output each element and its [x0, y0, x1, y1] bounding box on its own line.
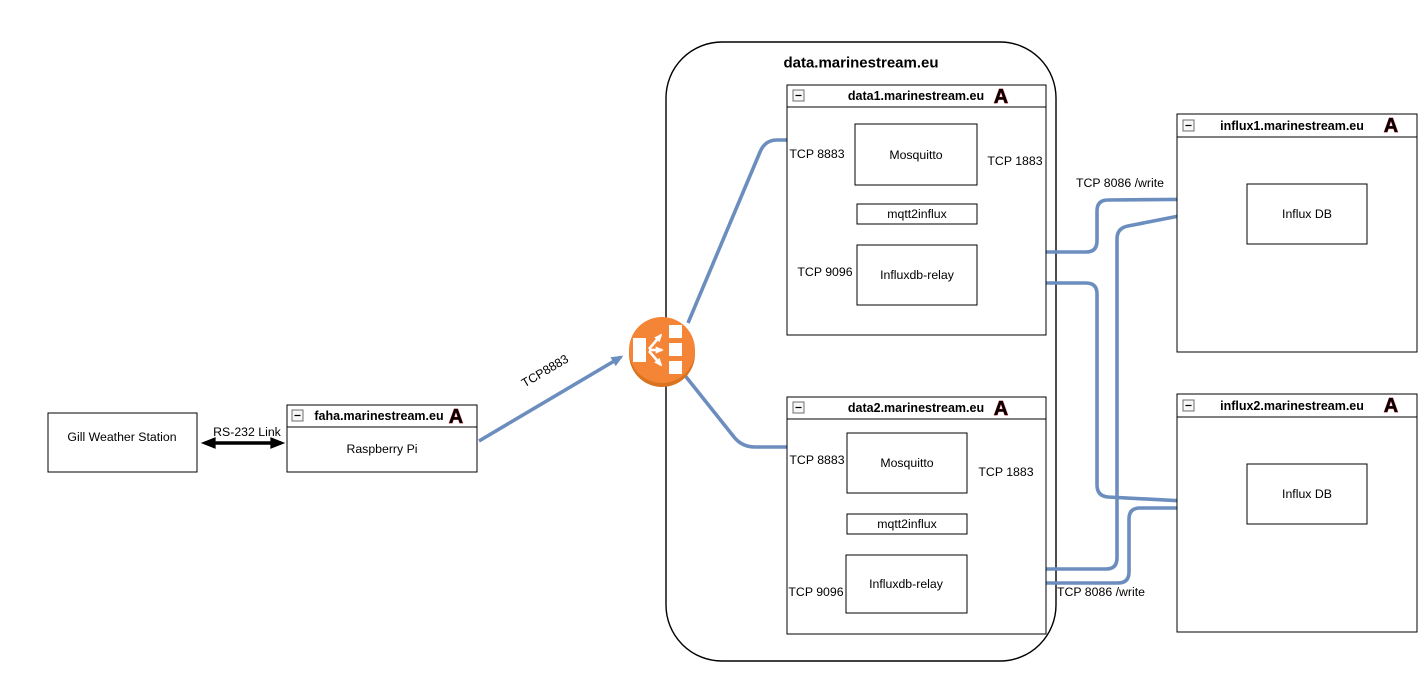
data2-mosquitto-box	[846, 432, 968, 494]
edge-lb-to-data2	[681, 371, 844, 453]
data2-mosquitto-label: Mosquitto	[880, 456, 933, 470]
data1-mqtt-label: TCP 1883	[987, 154, 1042, 168]
collapse-icon[interactable]	[792, 89, 805, 102]
load-balancer-icon	[629, 317, 695, 387]
collapse-icon[interactable]	[291, 409, 304, 422]
edge-lb-to-data1	[686, 134, 852, 324]
edge-data2-relay-influx1	[967, 200, 1243, 571]
edge-uplink-tcp8883	[478, 355, 624, 443]
data1-relay-label: Influxdb-relay	[880, 268, 955, 282]
data2-title: data2.marinestream.eu	[848, 401, 984, 415]
node-gill-weather-station: Gill Weather Station	[47, 412, 198, 473]
gill-label: Gill Weather Station	[67, 430, 176, 444]
node-faha-marinestream: faha.marinestream.eu A Raspberry Pi	[286, 404, 478, 473]
influx1-db-label: Influx DB	[1282, 207, 1332, 221]
node-data2-marinestream: data2.marinestream.eu A Mosquitto mqtt2i…	[786, 396, 1047, 635]
collapse-icon[interactable]	[792, 401, 805, 414]
influx2-db-box	[1246, 463, 1368, 525]
edge-labels: RS-232 Link TCP8883 TCP 8883 TCP 1883 TC…	[213, 147, 1164, 599]
data1-in-label: TCP 8883	[789, 147, 844, 161]
gill-box	[47, 412, 198, 473]
collapse-icon[interactable]	[1182, 399, 1195, 412]
node-data1-marinestream: data1.marinestream.eu A Mosquitto mqtt2i…	[786, 84, 1047, 336]
data1-title: data1.marinestream.eu	[848, 89, 984, 103]
node-influx2-marinestream: influx2.marinestream.eu A Influx DB	[1176, 393, 1418, 633]
edge-data1-relay-influx2	[977, 281, 1243, 509]
red-a-badge: A	[994, 86, 1008, 108]
faha-box	[286, 404, 478, 473]
data2-mqtt2influx-label: mqtt2influx	[877, 517, 937, 531]
influx1-title: influx1.marinestream.eu	[1220, 119, 1364, 133]
load-balancer-target-node	[669, 325, 682, 338]
load-balancer-source-node	[633, 338, 646, 362]
rs232-label: RS-232 Link	[213, 425, 282, 439]
influx1-write-label: TCP 8086 /write	[1076, 176, 1164, 190]
load-balancer-target-node	[669, 361, 682, 374]
data2-mqtt-label: TCP 1883	[978, 465, 1033, 479]
data1-mqtt2influx-label: mqtt2influx	[887, 207, 947, 221]
data1-relay-box	[856, 244, 978, 306]
faha-device-label: Raspberry Pi	[346, 442, 417, 456]
data2-relay-label: TCP 9096	[788, 585, 843, 599]
data2-mqtt2influx-box	[846, 513, 968, 535]
data1-mqtt2influx-box	[856, 203, 978, 225]
influx2-write-label: TCP 8086 /write	[1057, 585, 1145, 599]
data1-mosquitto-label: Mosquitto	[889, 148, 942, 162]
influx2-db-label: Influx DB	[1282, 487, 1332, 501]
uplink-label: TCP8883	[519, 352, 571, 391]
influx2-title: influx2.marinestream.eu	[1220, 399, 1364, 413]
collapse-icon[interactable]	[1182, 119, 1195, 132]
red-a-badge: A	[1384, 115, 1398, 137]
data2-in-label: TCP 8883	[789, 453, 844, 467]
load-balancer-target-node	[669, 343, 682, 356]
data2-relay-label: Influxdb-relay	[869, 577, 944, 591]
load-balancer-arrow	[648, 333, 663, 350]
edge-data2-relay-influx2	[967, 502, 1243, 585]
load-balancer-arrow	[648, 350, 663, 367]
data1-relay-label: TCP 9096	[797, 265, 852, 279]
faha-title: faha.marinestream.eu	[314, 409, 443, 423]
red-a-badge: A	[994, 398, 1008, 420]
edge-data1-relay-influx1	[977, 193, 1243, 254]
red-a-badge: A	[449, 406, 463, 428]
node-influx1-marinestream: influx1.marinestream.eu A Influx DB	[1176, 113, 1418, 353]
container-title: data.marinestream.eu	[783, 55, 938, 72]
data1-mosquitto-box	[854, 123, 978, 186]
red-a-badge: A	[1384, 395, 1398, 417]
data2-relay-box	[845, 554, 968, 614]
influx1-db-box	[1246, 183, 1368, 245]
